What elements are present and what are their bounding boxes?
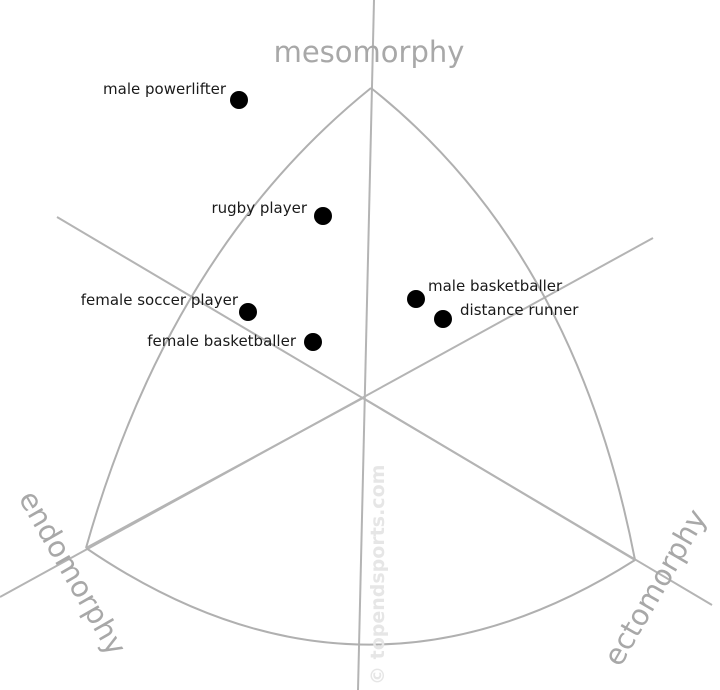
point-marker xyxy=(230,91,248,109)
boundary-left-arc xyxy=(85,87,372,549)
point-marker xyxy=(304,333,322,351)
point-label: male powerlifter xyxy=(103,80,227,98)
center-to-endomorphy-line xyxy=(85,397,364,549)
vertical-axis-line xyxy=(357,0,375,690)
boundary-right-arc xyxy=(370,87,636,561)
watermark: © topendsports.com xyxy=(367,465,389,685)
point-female-basketballer: female basketballer xyxy=(147,332,322,351)
point-distance-runner: distance runner xyxy=(434,301,579,328)
axis-title-ectomorphy: ectomorphy xyxy=(597,503,714,671)
point-marker xyxy=(314,207,332,225)
point-marker xyxy=(407,290,425,308)
point-label: female basketballer xyxy=(147,332,297,350)
point-label: female soccer player xyxy=(81,291,239,309)
point-female-soccer-player: female soccer player xyxy=(81,291,257,321)
center-to-ectomorphy-line xyxy=(362,397,636,561)
point-label: male basketballer xyxy=(428,277,563,295)
boundary-bottom-arc xyxy=(85,547,636,646)
point-marker xyxy=(239,303,257,321)
axis-title-endomorphy: endomorphy xyxy=(12,485,134,662)
point-label: rugby player xyxy=(211,199,307,217)
point-male-powerlifter: male powerlifter xyxy=(103,80,248,109)
point-rugby-player: rugby player xyxy=(211,199,332,225)
axis-title-mesomorphy: mesomorphy xyxy=(274,35,465,69)
point-male-basketballer: male basketballer xyxy=(407,277,563,308)
point-marker xyxy=(434,310,452,328)
point-label: distance runner xyxy=(460,301,579,319)
